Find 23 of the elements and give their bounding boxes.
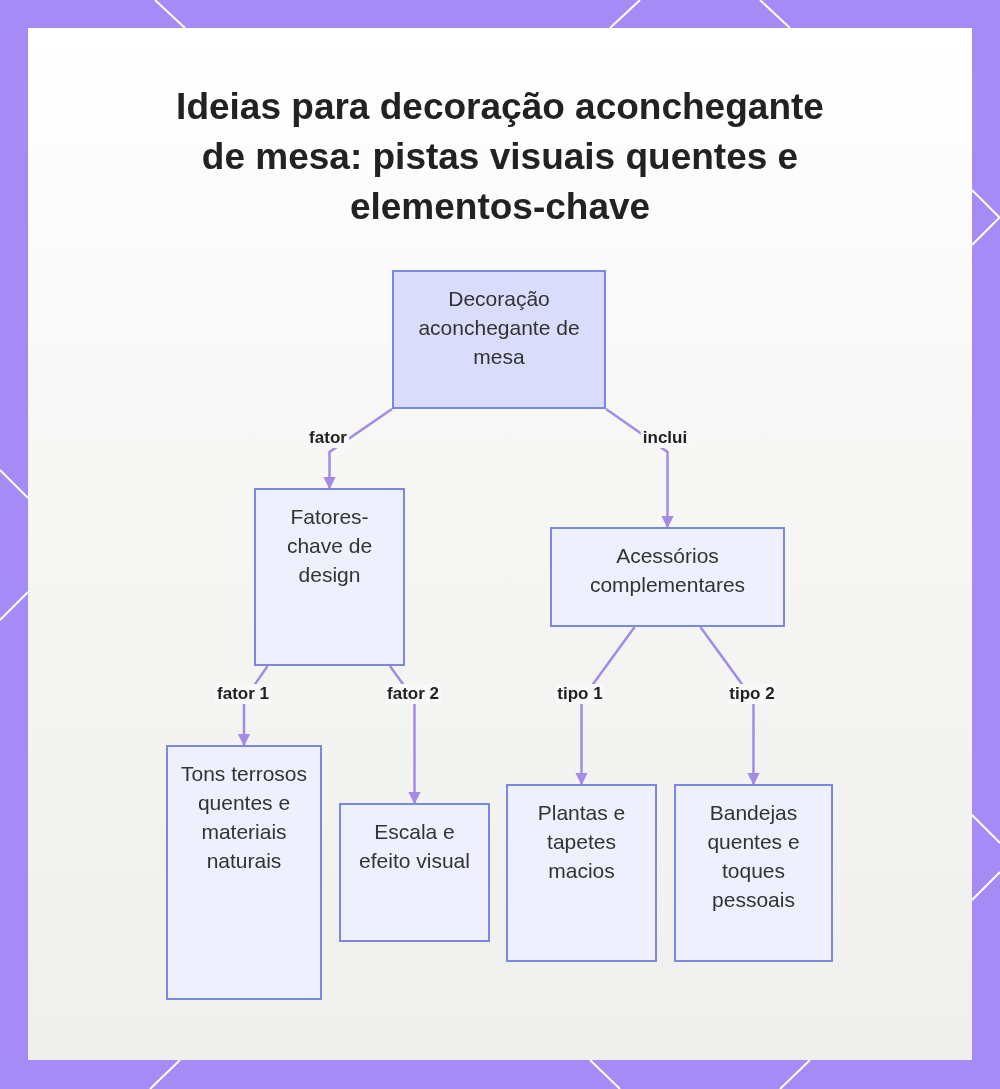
node-text: Fatores-chave de design [285, 504, 374, 588]
edge-label: fator [307, 428, 349, 448]
arrow [699, 626, 760, 786]
node-text: Escala e efeito visual [358, 819, 471, 874]
arrow [323, 407, 393, 490]
concept-box [506, 784, 657, 962]
concept-box [254, 488, 405, 666]
diagram-title: Ideias para decoração aconchegante de mesa: pistas visuais quentes e elementos-chave [175, 85, 825, 229]
concept-box [339, 803, 490, 942]
node-text: Tons terrosos quentes e materiais naturais [179, 761, 309, 874]
concept-box [166, 745, 322, 1000]
node-text: Decoração aconchegante de mesa [417, 286, 581, 370]
node-text: Acessórios complementares [588, 543, 747, 598]
node-text: Bandejas quentes e toques pessoais [706, 800, 801, 913]
edge-label: fator 2 [385, 684, 441, 704]
concept-box [392, 270, 606, 409]
concept-box [550, 527, 785, 627]
concept-box [674, 784, 833, 962]
edge-label: tipo 2 [727, 684, 777, 704]
edge-label: tipo 1 [555, 684, 605, 704]
edge-label: fator 1 [215, 684, 271, 704]
node-text: Plantas e tapetes macios [536, 800, 627, 884]
arrow [575, 626, 636, 786]
